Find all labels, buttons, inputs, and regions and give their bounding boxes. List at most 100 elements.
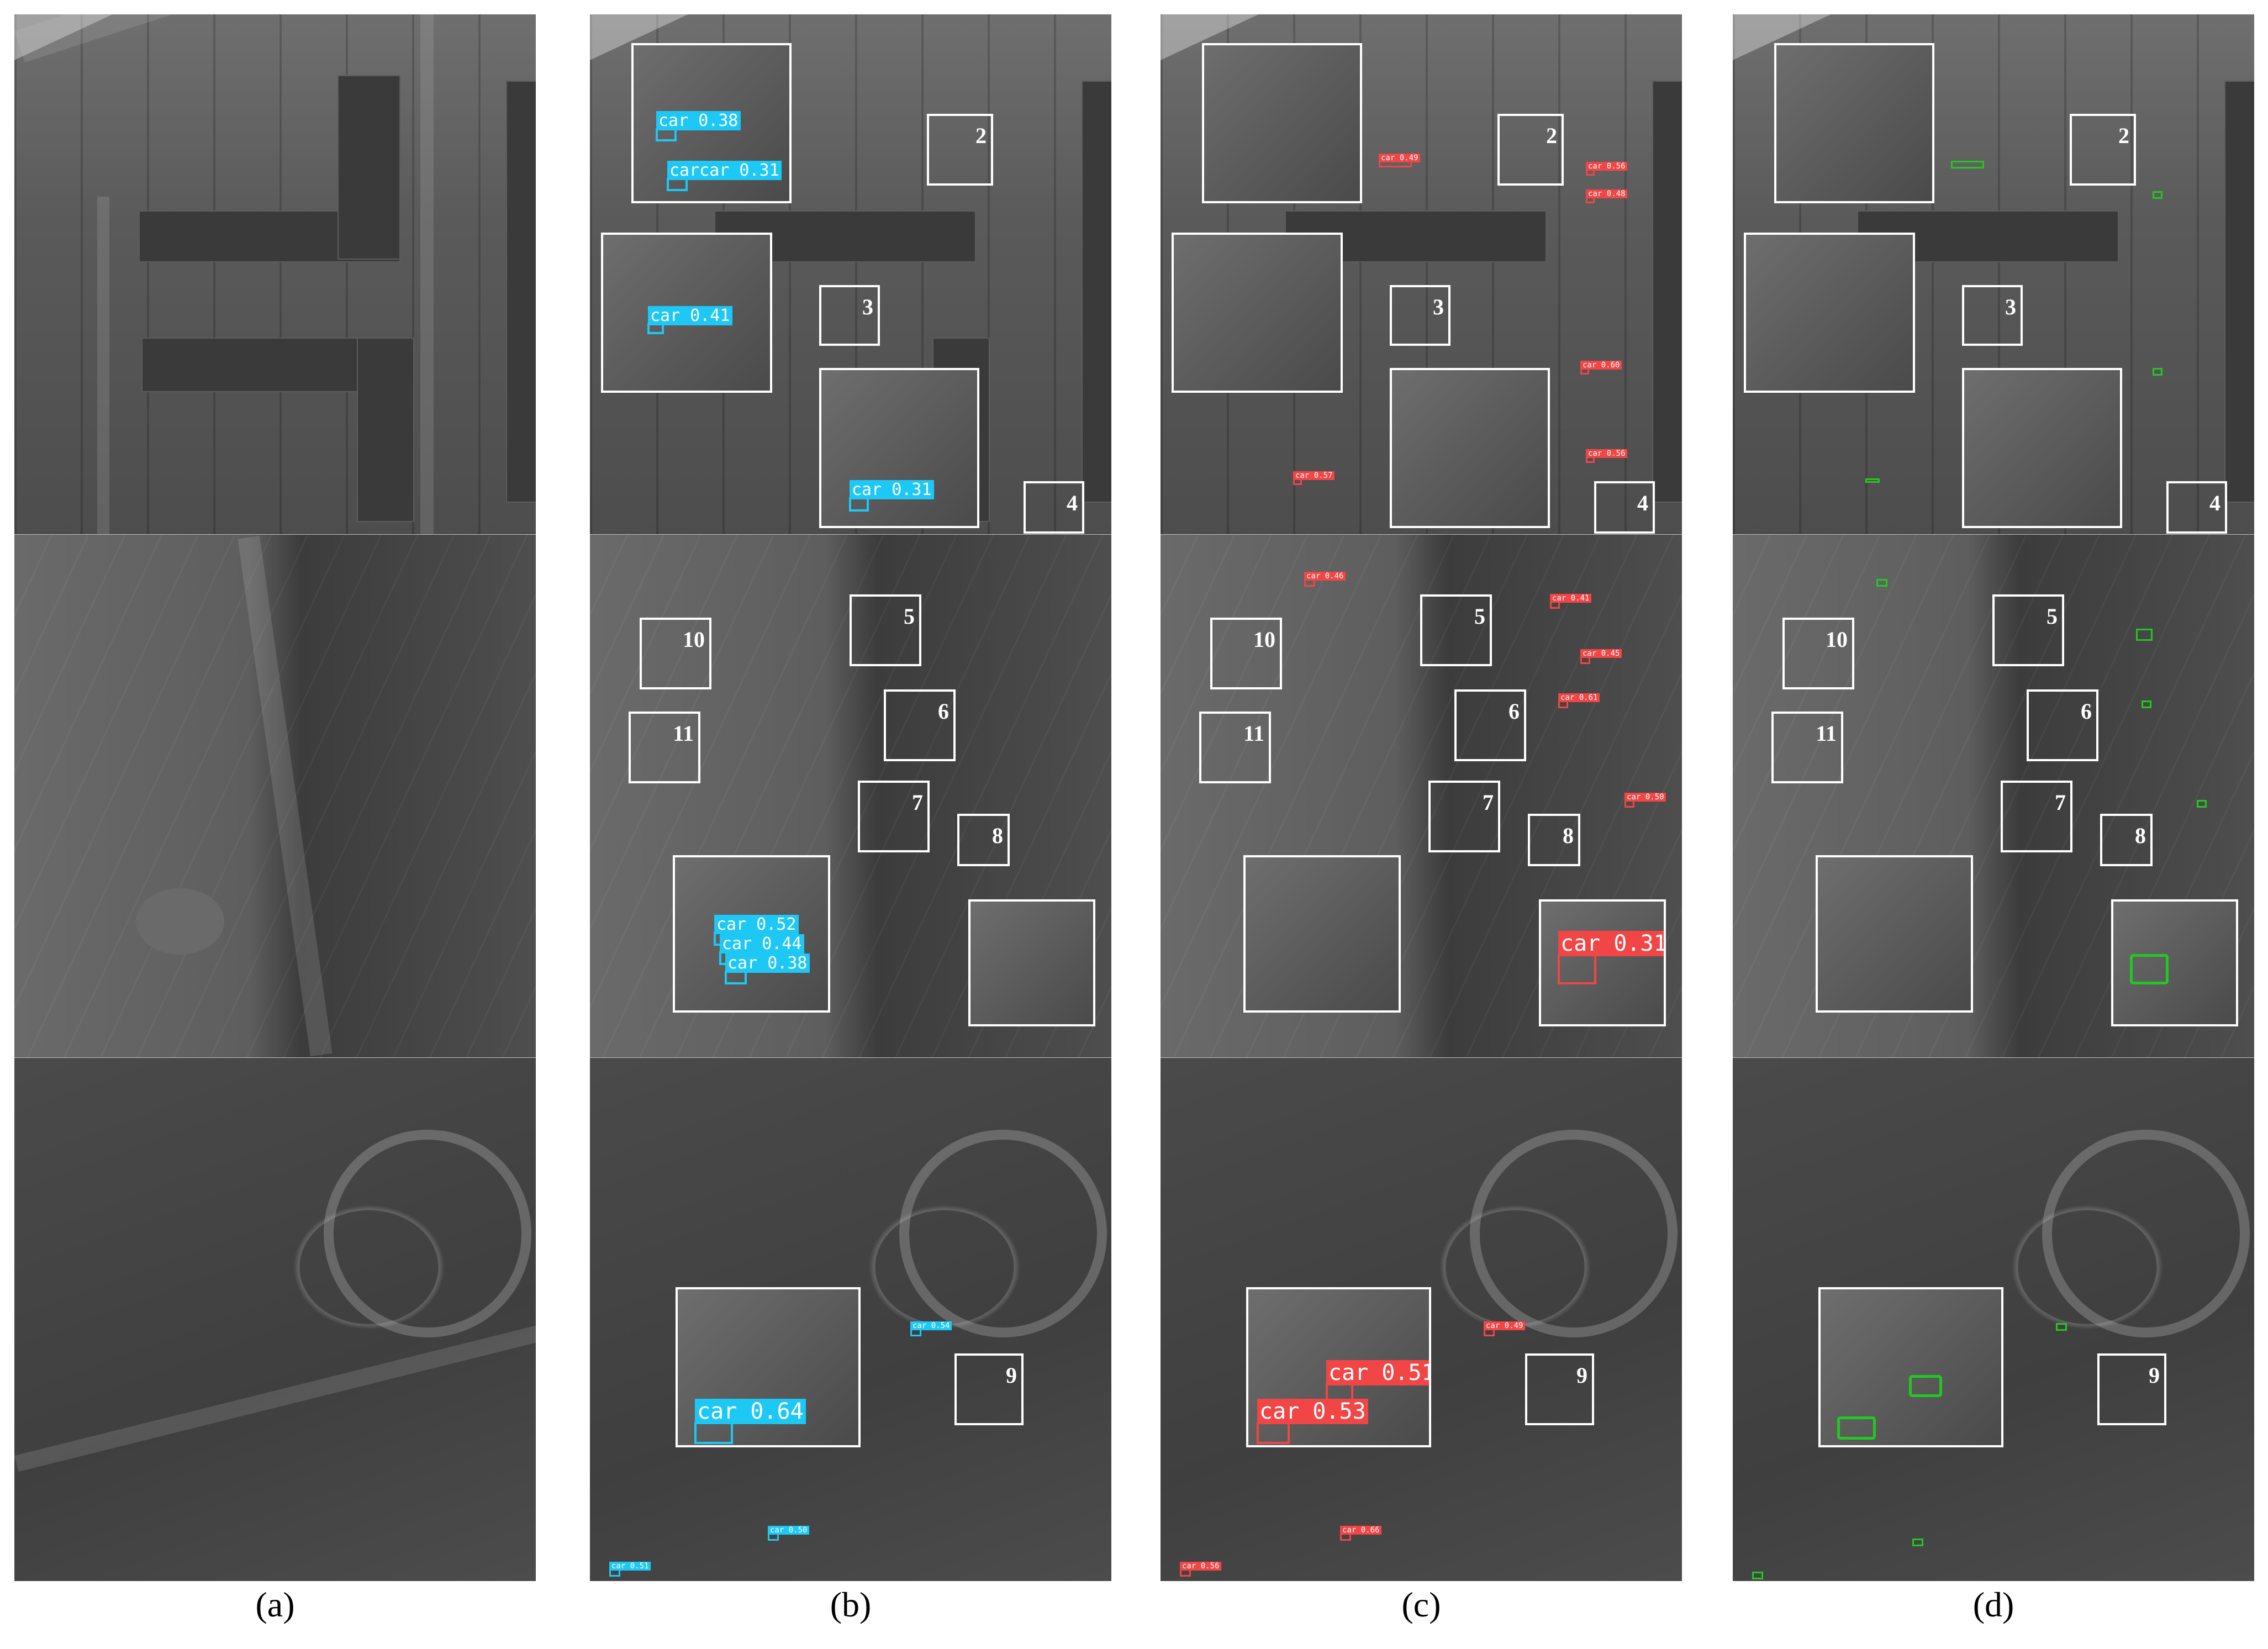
detection-box bbox=[2136, 629, 2153, 641]
detection-box: car 0.46 bbox=[1304, 572, 1346, 587]
detection-box: car 0.56 bbox=[1586, 162, 1628, 176]
aerial-tile-campus bbox=[14, 14, 536, 534]
zoom-box-7: 7 bbox=[2001, 781, 2072, 852]
aerial-tile-interchange: car 0.51 car 0.53 9 car 0.49 car 0.66 ca… bbox=[1161, 1058, 1682, 1581]
detection-box: car 0.52 bbox=[714, 915, 799, 946]
zoom-inset-3: car 0.41 bbox=[601, 233, 772, 393]
detection-box bbox=[2142, 700, 2151, 708]
zoom-box-11: 9 bbox=[1525, 1353, 1594, 1425]
zoom-box-7: 7 bbox=[858, 781, 930, 852]
detection-box bbox=[1951, 161, 1984, 168]
zoom-box-2: 2 bbox=[1497, 114, 1564, 186]
zoom-box-4: 4 bbox=[1024, 481, 1084, 534]
zoom-inset-7: car 0.52 car 0.44 car 0.38 bbox=[673, 855, 830, 1013]
zoom-inset-3 bbox=[1172, 233, 1343, 393]
panel-label-c: (c) bbox=[1401, 1585, 1441, 1624]
zoom-box-10: 11 bbox=[1199, 712, 1271, 783]
detection-box: car 0.41 bbox=[1550, 594, 1592, 609]
detection-box: car 0.45 bbox=[1580, 649, 1622, 664]
aerial-tile-parking: 5 10 11 6 7 8 bbox=[1733, 535, 2254, 1057]
detection-box bbox=[2153, 191, 2162, 199]
zoom-box-9: 10 bbox=[640, 618, 711, 689]
detection-box: car 0.41 bbox=[647, 306, 732, 334]
zoom-box-9: 10 bbox=[1210, 618, 1282, 689]
zoom-box-6: 6 bbox=[1454, 689, 1526, 761]
detection-box: car 0.49 bbox=[1484, 1321, 1526, 1336]
zoom-inset-4 bbox=[1390, 368, 1550, 528]
zoom-inset-7 bbox=[1816, 855, 1973, 1013]
panel-d: 2 3 4 5 10 11 6 7 8 9 bbox=[1733, 14, 2254, 1581]
panel-c: 2 car 0.49 car 0.56 car 0.48 3 car 0.60 … bbox=[1161, 14, 1682, 1581]
zoom-box-3: 3 bbox=[1390, 285, 1451, 346]
detection-box: car 0.61 bbox=[1558, 693, 1600, 708]
detection-box: car 0.51 bbox=[1326, 1360, 1429, 1403]
zoom-inset-4: car 0.31 bbox=[819, 368, 979, 528]
panel-a bbox=[14, 14, 536, 1581]
zoom-box-2: 2 bbox=[2070, 114, 2136, 186]
detection-box: car 0.57 bbox=[1293, 471, 1335, 485]
zoom-box-10: 11 bbox=[1771, 712, 1843, 783]
aerial-tile-campus: car 0.38 carcar 0.31 2 car 0.41 3 car 0.… bbox=[590, 14, 1111, 534]
detection-box: car 0.56 bbox=[1180, 1562, 1222, 1577]
zoom-box-8: 8 bbox=[2100, 814, 2153, 866]
detection-box: car 0.56 bbox=[1586, 449, 1628, 463]
zoom-box-11: 9 bbox=[954, 1353, 1024, 1425]
aerial-tile-interchange: 9 bbox=[1733, 1058, 2254, 1581]
zoom-inset-7 bbox=[1243, 855, 1401, 1013]
detection-box: carcar 0.31 bbox=[667, 161, 782, 191]
detection-box: car 0.60 bbox=[1580, 361, 1622, 375]
detection-box bbox=[1837, 1416, 1876, 1440]
panel-label-a: (a) bbox=[255, 1585, 295, 1624]
zoom-inset-8 bbox=[2111, 899, 2238, 1026]
zoom-inset-3 bbox=[1744, 233, 1915, 393]
detection-box bbox=[2130, 954, 2169, 984]
detection-box: car 0.54 bbox=[910, 1321, 952, 1336]
zoom-box-11: 9 bbox=[2097, 1353, 2166, 1425]
panel-label-b: (b) bbox=[830, 1585, 872, 1624]
detection-box: car 0.50 bbox=[1624, 793, 1666, 808]
aerial-tile-interchange: car 0.64 9 car 0.54 car 0.50 car 0.51 bbox=[590, 1058, 1111, 1581]
aerial-tile-parking: car 0.46 car 0.41 car 0.45 car 0.61 car … bbox=[1161, 535, 1682, 1057]
zoom-box-8: 8 bbox=[1528, 814, 1580, 866]
detection-box bbox=[2056, 1323, 2067, 1331]
panel-b: car 0.38 carcar 0.31 2 car 0.41 3 car 0.… bbox=[590, 14, 1111, 1581]
detection-box: car 0.31 bbox=[849, 480, 934, 512]
aerial-tile-campus: 2 car 0.49 car 0.56 car 0.48 3 car 0.60 … bbox=[1161, 14, 1682, 534]
detection-box: car 0.38 bbox=[725, 953, 810, 984]
zoom-box-3: 3 bbox=[1962, 285, 2023, 346]
zoom-box-8: 8 bbox=[957, 814, 1010, 866]
zoom-box-5: 5 bbox=[1420, 594, 1492, 666]
zoom-inset-2: car 0.38 carcar 0.31 bbox=[631, 43, 792, 203]
detection-box bbox=[1865, 478, 1880, 483]
zoom-inset-11: car 0.64 bbox=[676, 1287, 861, 1447]
detection-box bbox=[2153, 368, 2162, 376]
zoom-inset-4 bbox=[1962, 368, 2122, 528]
zoom-box-4: 4 bbox=[1594, 481, 1655, 534]
zoom-inset-11: car 0.51 car 0.53 bbox=[1246, 1287, 1431, 1447]
detection-box bbox=[1752, 1572, 1763, 1579]
detection-box bbox=[1912, 1539, 1923, 1546]
aerial-tile-interchange bbox=[14, 1058, 536, 1581]
detection-box: car 0.48 bbox=[1586, 189, 1628, 203]
zoom-box-10: 11 bbox=[629, 712, 700, 783]
detection-box: car 0.50 bbox=[768, 1526, 810, 1541]
zoom-box-9: 10 bbox=[1782, 618, 1854, 689]
zoom-box-5: 5 bbox=[850, 594, 921, 666]
zoom-box-2: 2 bbox=[927, 114, 993, 186]
zoom-box-7: 7 bbox=[1428, 781, 1500, 852]
zoom-box-6: 6 bbox=[884, 689, 956, 761]
detection-box bbox=[1876, 579, 1887, 587]
zoom-box-3: 3 bbox=[819, 285, 880, 346]
detection-box: car 0.38 bbox=[656, 111, 741, 141]
zoom-box-6: 6 bbox=[2027, 689, 2098, 761]
aerial-tile-campus: 2 3 4 bbox=[1733, 14, 2254, 534]
zoom-inset-2 bbox=[1774, 43, 1934, 203]
detection-box bbox=[2197, 800, 2207, 808]
detection-box: car 0.31 bbox=[1558, 931, 1664, 984]
zoom-inset-2 bbox=[1202, 43, 1362, 203]
detection-box: car 0.64 bbox=[694, 1399, 806, 1444]
detection-box: car 0.66 bbox=[1340, 1526, 1382, 1541]
aerial-tile-parking: 5 10 11 6 7 8 car 0.52 car 0.44 car 0.38 bbox=[590, 535, 1111, 1057]
zoom-box-4: 4 bbox=[2166, 481, 2227, 534]
zoom-inset-11 bbox=[1818, 1287, 2003, 1447]
